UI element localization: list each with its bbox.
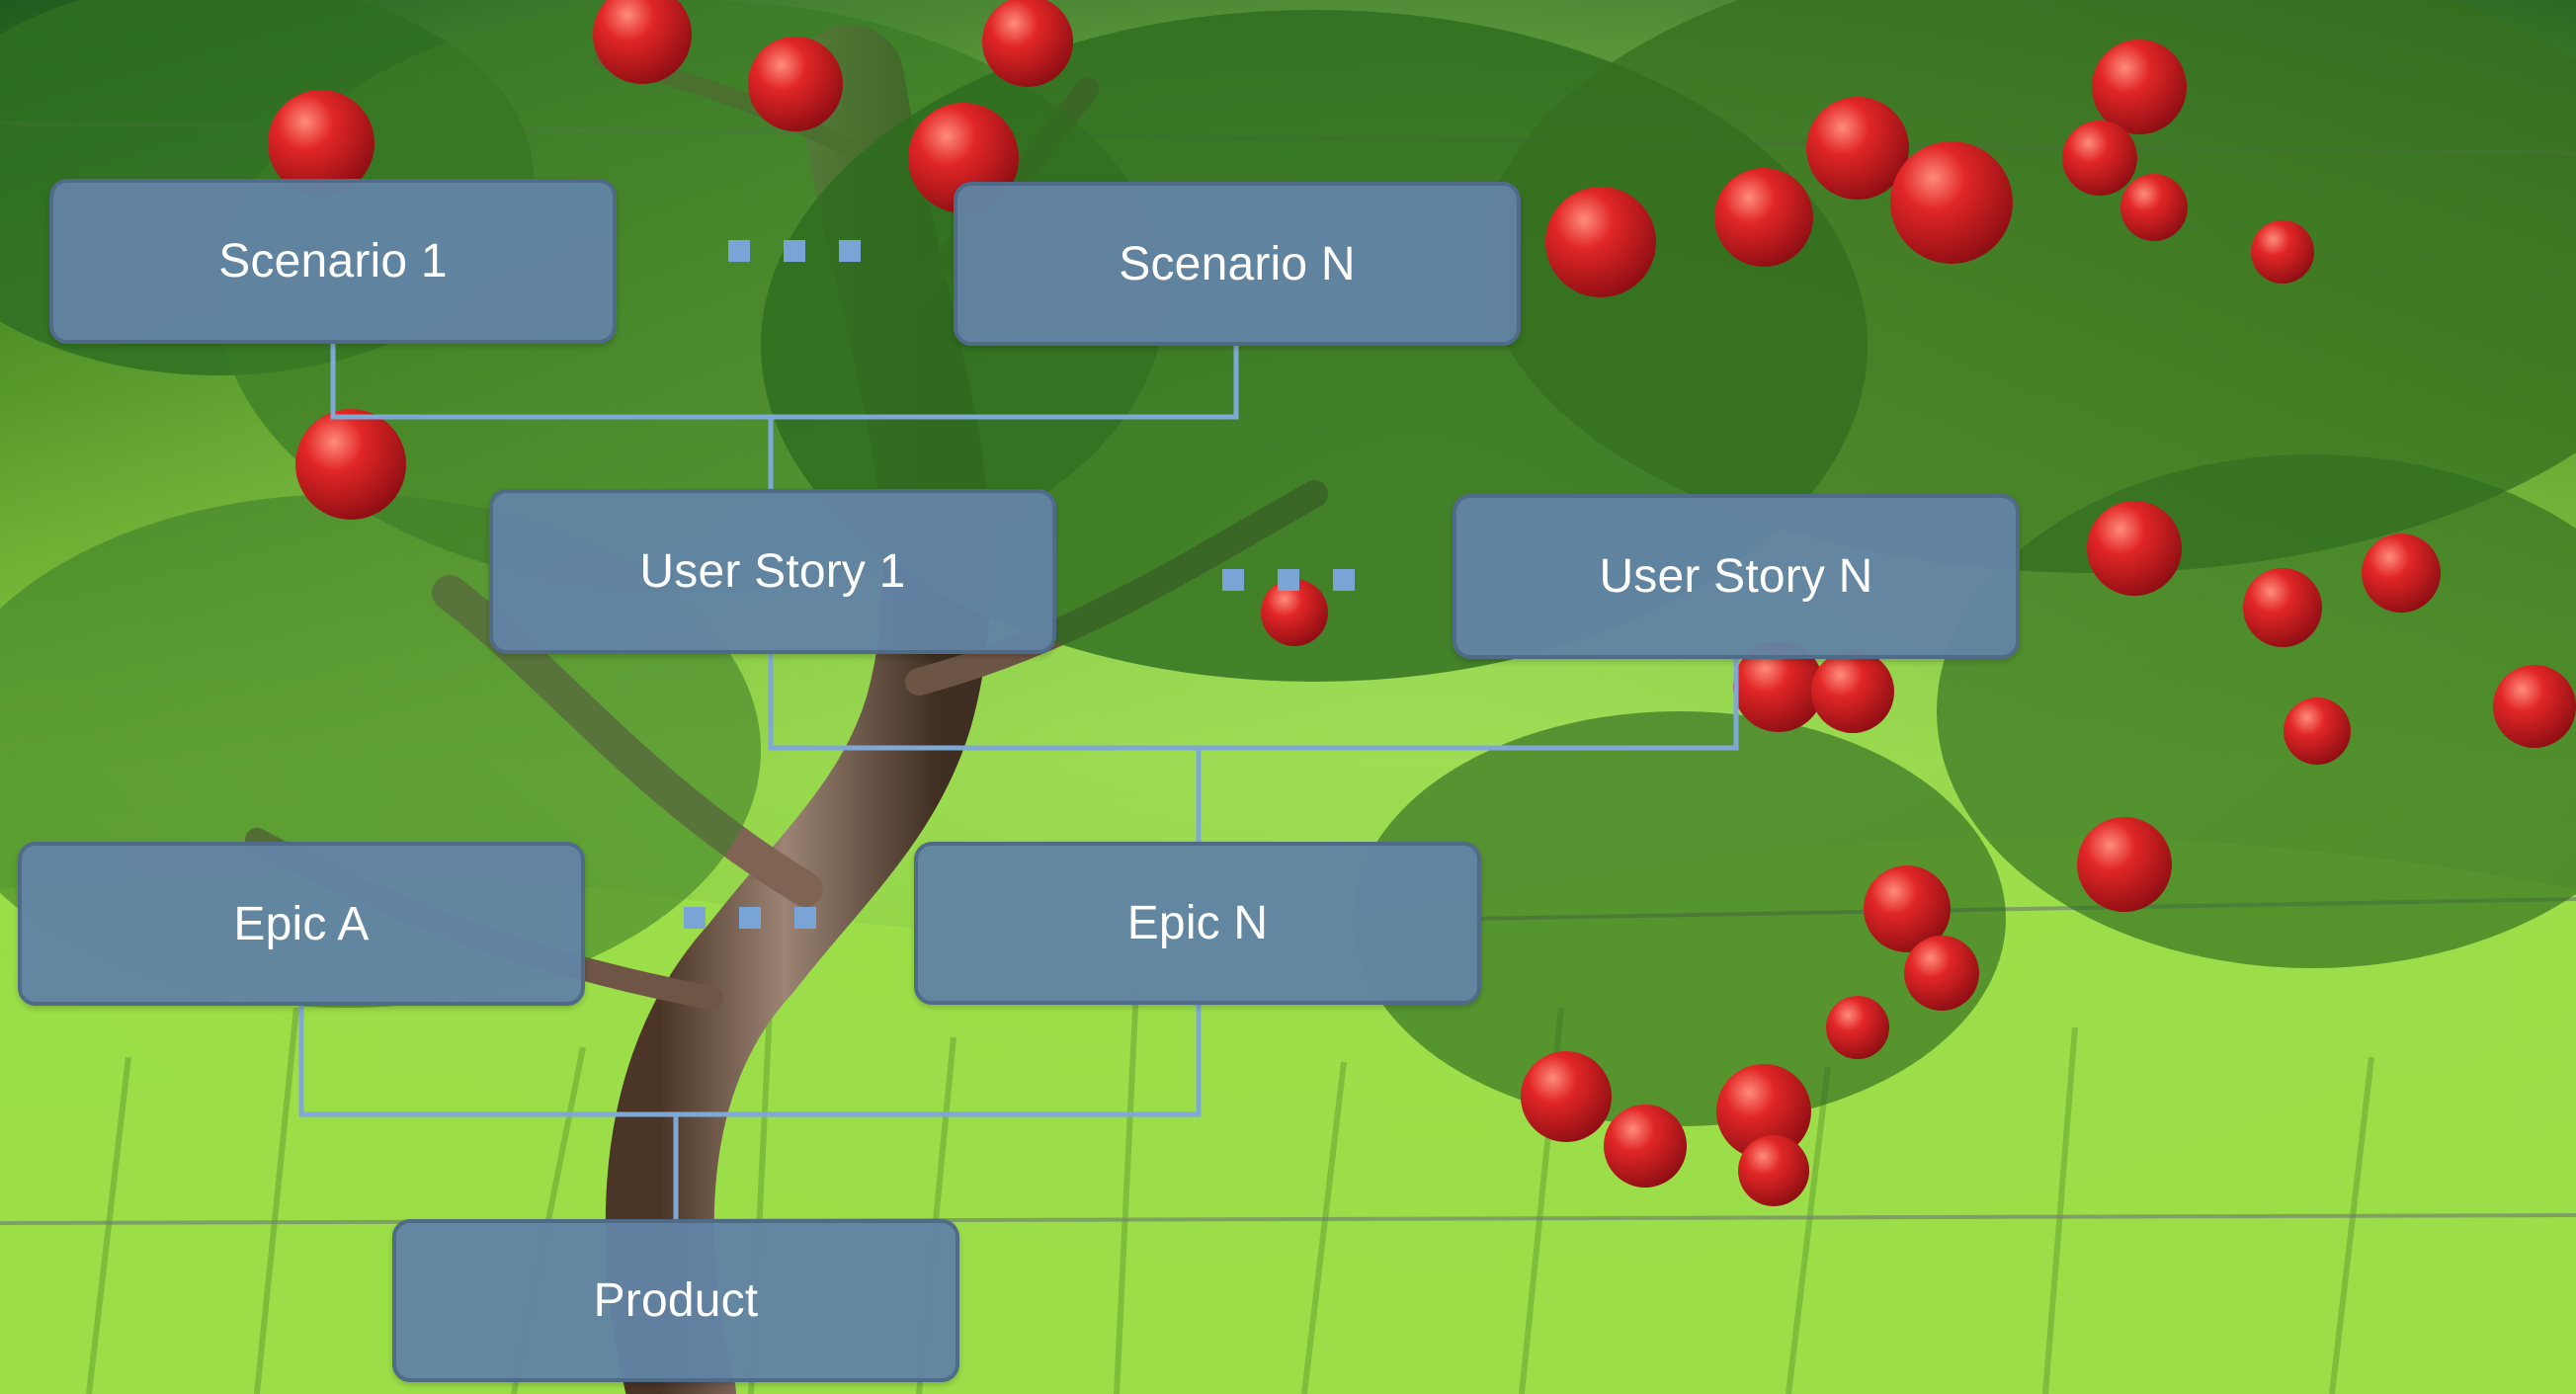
ellipsis-dot [1278,569,1299,591]
user-stories-ellipsis [1222,569,1355,591]
ellipsis-dot [728,240,750,262]
ellipsis-dot [1333,569,1355,591]
apple [1738,1135,1809,1206]
apple [593,0,692,84]
apple [2087,501,2182,596]
apple [2284,697,2351,765]
apple [1604,1105,1687,1188]
scenarios-ellipsis [728,240,861,262]
leaf-cluster [1482,0,2576,573]
ellipsis-dot [784,240,805,262]
apple [1733,641,1824,732]
apple [2077,817,2172,912]
apple [1521,1051,1612,1142]
apple [1261,579,1328,646]
apple [268,90,374,197]
ellipsis-dot [839,240,861,262]
apple [2251,220,2314,284]
ellipsis-dot [794,907,816,929]
ellipsis-dot [1222,569,1244,591]
ellipsis-dot [739,907,761,929]
connector-epics-to-product [298,1005,1202,1219]
apple [1811,650,1894,733]
product-node: Product [392,1219,959,1382]
apple [1864,865,1951,952]
apples [268,0,2576,1206]
apple [1806,97,1909,200]
apple [1714,168,1813,267]
apple [295,409,406,520]
apple [1904,936,1979,1011]
apple [1545,187,1656,297]
apple [2362,533,2441,613]
user-story-n-node: User Story N [1453,494,2020,659]
apple [1716,1064,1811,1159]
scenario-1-node: Scenario 1 [49,179,617,344]
apple [2092,40,2187,134]
apple [2062,121,2137,196]
apple [2120,174,2188,241]
apple [2493,665,2576,748]
diagram-connectors [298,344,1739,1219]
epic-n-node: Epic N [914,842,1481,1005]
epic-a-node: Epic A [18,842,585,1006]
epics-ellipsis [684,907,816,929]
apple [1826,996,1889,1059]
user-story-1-node: User Story 1 [489,489,1056,654]
scenario-n-node: Scenario N [954,182,1521,346]
apple [748,37,843,131]
connector-user-stories-to-epic-n [768,654,1739,842]
apple [982,0,1073,87]
ellipsis-dot [684,907,706,929]
connector-scenarios-to-user-story-1 [330,344,1239,489]
apple [1890,141,2013,264]
apple [2243,568,2322,647]
